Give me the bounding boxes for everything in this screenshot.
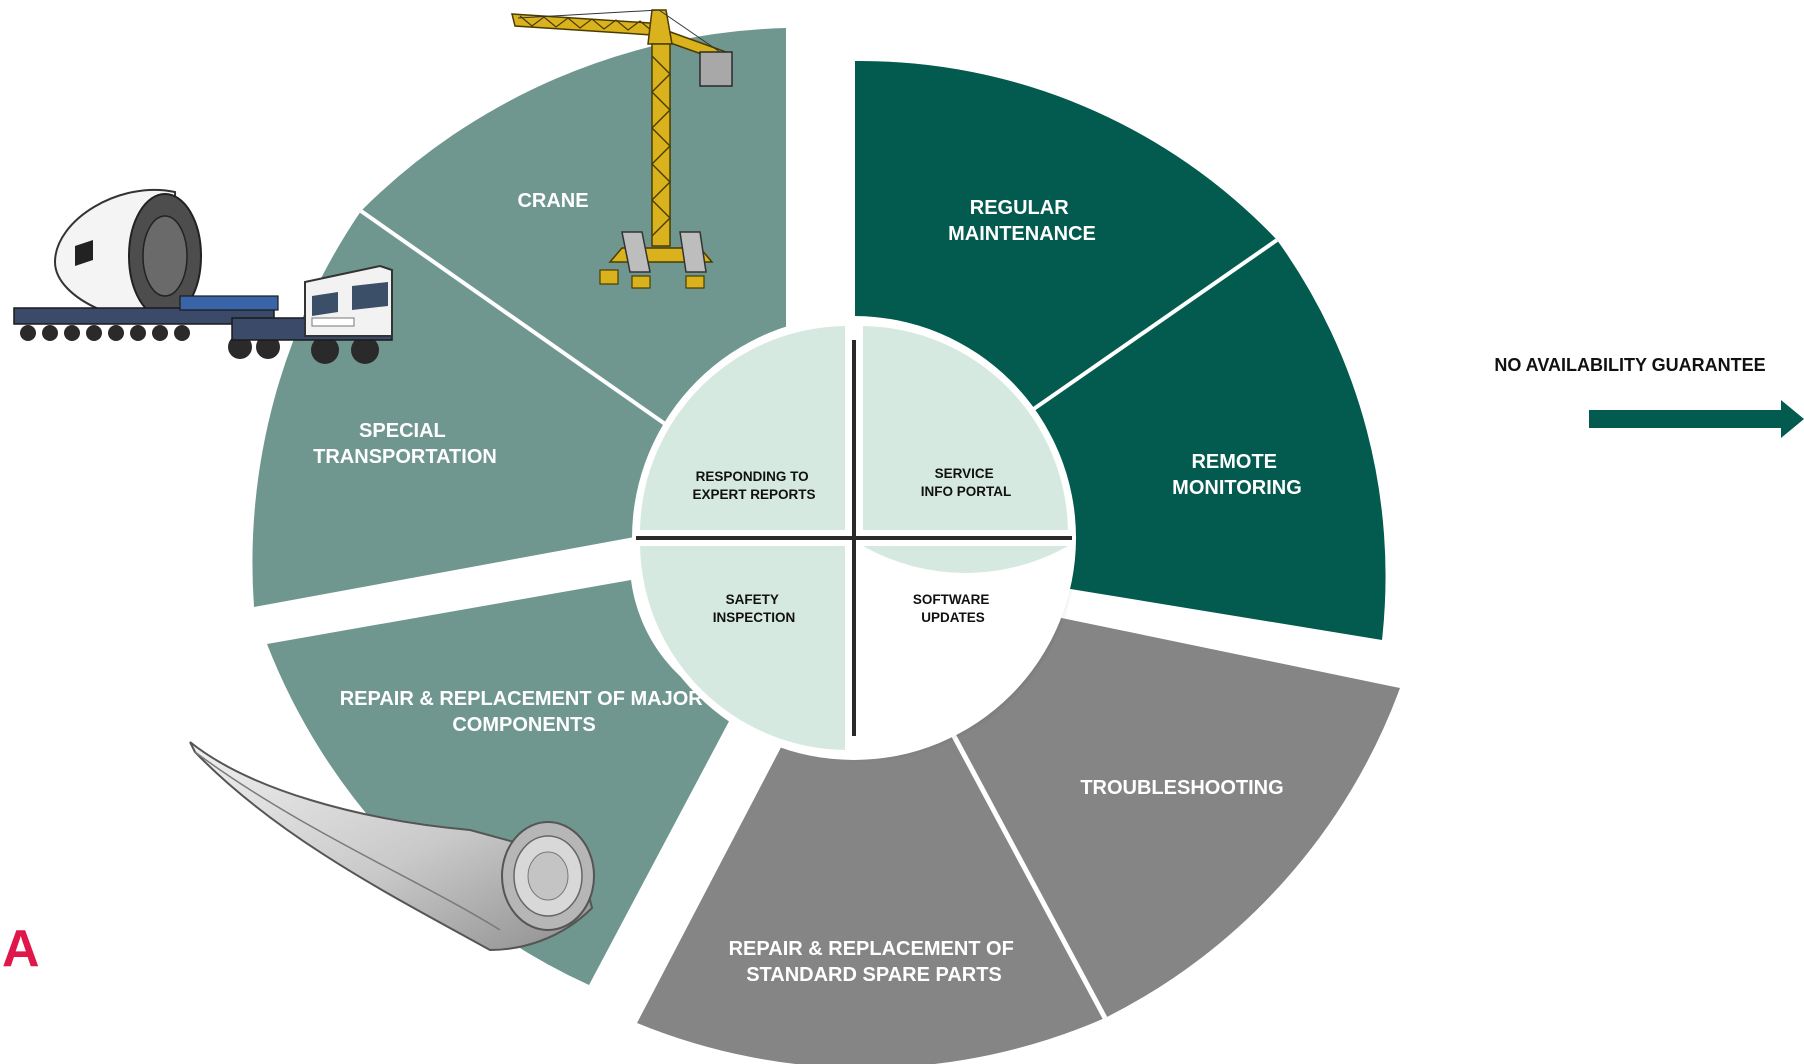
segment-remote-monitoring[interactable] bbox=[1025, 240, 1386, 640]
segment-crane[interactable] bbox=[361, 28, 786, 426]
segment-troubleshooting[interactable] bbox=[940, 615, 1400, 1018]
center-quadrants bbox=[640, 326, 1068, 750]
center-quadrant-bottom-right[interactable] bbox=[863, 546, 1068, 574]
segment-repair-standard-spare-parts[interactable] bbox=[637, 710, 1105, 1064]
tower-crane-icon bbox=[511, 9, 733, 289]
availability-guarantee-text: NO AVAILABILITY GUARANTEE bbox=[1494, 355, 1765, 375]
segment-divider bbox=[937, 708, 1108, 1020]
label-crane: CRANE bbox=[517, 190, 588, 212]
basic-segment-group bbox=[855, 60, 1386, 640]
label-software-updates: SOFTWARE UPDATES bbox=[913, 592, 993, 625]
panel-label: A bbox=[2, 920, 40, 978]
heavy-transport-truck-icon bbox=[13, 188, 393, 364]
label-special-transportation: SPECIAL TRANSPORTATION bbox=[313, 420, 497, 468]
segment-divider bbox=[359, 209, 670, 428]
label-remote-monitoring: REMOTE MONITORING bbox=[1172, 451, 1302, 499]
label-responding-expert-reports: RESPONDING TO EXPERT REPORTS bbox=[692, 469, 815, 502]
segment-repair-major-components[interactable] bbox=[267, 580, 735, 985]
center-circle bbox=[632, 316, 1078, 762]
label-safety-inspection: SAFETY INSPECTION bbox=[713, 592, 796, 625]
label-service-info-portal: SERVICE INFO PORTAL bbox=[921, 466, 1012, 499]
label-repair-standard-spare-parts: REPAIR & REPLACEMENT OF STANDARD SPARE P… bbox=[729, 938, 1020, 986]
standard-segment-group bbox=[637, 615, 1400, 1064]
label-regular-maintenance: REGULAR MAINTENANCE bbox=[948, 197, 1096, 245]
segment-regular-maintenance[interactable] bbox=[855, 60, 1277, 416]
center-quadrant-top-right[interactable] bbox=[863, 326, 1068, 530]
label-repair-major-components: REPAIR & REPLACEMENT OF MAJOR COMPONENTS bbox=[340, 688, 709, 736]
label-troubleshooting: TROUBLESHOOTING bbox=[1080, 777, 1283, 799]
center-quadrant-bottom-left[interactable] bbox=[640, 546, 845, 750]
segment-divider bbox=[1023, 238, 1279, 417]
right-arrow-icon bbox=[1589, 400, 1804, 438]
rotor-blade-icon bbox=[189, 741, 595, 952]
center-quadrant-top-left[interactable] bbox=[640, 326, 845, 530]
